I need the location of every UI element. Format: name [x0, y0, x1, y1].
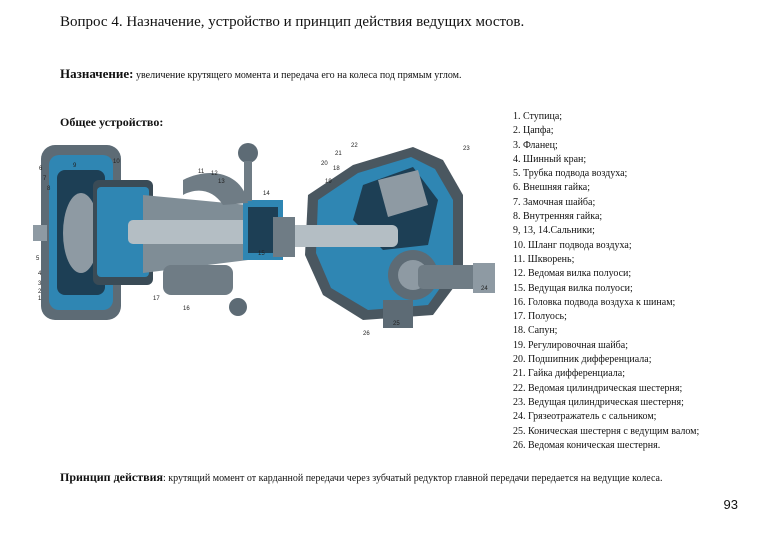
figure-callout-number: 13 [218, 179, 225, 185]
figure-callout-number: 16 [183, 306, 190, 312]
figure-callout-number: 20 [321, 161, 328, 167]
figure-callout-number: 14 [263, 191, 270, 197]
purpose-text: увеличение крутящего момента и передача … [133, 70, 462, 81]
legend-item: 17. Полуось; [513, 311, 567, 323]
legend-item: 26. Ведомая коническая шестерня. [513, 439, 661, 451]
legend-item: 24. Грязеотражатель с сальником; [513, 411, 657, 423]
legend-item: 25. Коническая шестерня с ведущим валом; [513, 425, 700, 437]
parts-legend-list: 1. Ступица; 2. Цапфа; 3. Фланец; 4. Шинный … [513, 110, 699, 453]
legend-item: 21. Гайка дифференциала; [513, 368, 625, 380]
legend-item: 19. Регулировочная шайба; [513, 339, 628, 351]
figure-callout-number: 22 [351, 143, 358, 149]
legend-item: 2. Цапфа; [513, 125, 554, 137]
legend-item: 5. Трубка подвода воздуха; [513, 168, 628, 180]
page-number: 93 [723, 497, 738, 512]
figure-callout-number: 19 [325, 179, 332, 185]
figure-callout-number: 2 [38, 289, 42, 295]
legend-item: 9, 13, 14.Сальники; [513, 225, 595, 237]
purpose-line: Назначение: увеличение крутящего момента… [60, 66, 462, 82]
figure-callout-number: 24 [481, 286, 488, 292]
legend-item: 6. Внешняя гайка; [513, 182, 591, 194]
legend-item: 22. Ведомая цилиндрическая шестерня; [513, 382, 683, 394]
figure-callout-number: 12 [211, 171, 218, 177]
figure-callout-number: 25 [393, 321, 400, 327]
figure-callout-number: 5 [36, 256, 40, 262]
principle-paragraph: Принцип действия: крутящий момент от кар… [60, 470, 700, 486]
purpose-label: Назначение: [60, 66, 134, 81]
figure-callout-number: 4 [38, 271, 42, 277]
legend-item: 1. Ступица; [513, 111, 563, 122]
legend-item: 8. Внутренняя гайка; [513, 211, 603, 223]
legend-item: 15. Ведущая вилка полуоси; [513, 282, 633, 294]
legend-item: 7. Замочная шайба; [513, 196, 596, 208]
figure-callout-number: 10 [113, 159, 120, 165]
legend-item: 12. Ведомая вилка полуоси; [513, 268, 632, 280]
figure-callout-number: 7 [43, 176, 47, 182]
figure-callout-number: 3 [38, 281, 42, 287]
final-drive-drawing [273, 147, 495, 328]
legend-item: 23. Ведущая цилиндрическая шестерня; [513, 396, 684, 408]
figure-callout-number: 26 [363, 331, 370, 337]
general-structure-label: Общее устройство: [60, 115, 164, 129]
legend-item: 16. Головка подвода воздуха к шинам; [513, 296, 676, 308]
legend-item: 3. Фланец; [513, 139, 558, 151]
legend-item: 11. Шкворень; [513, 253, 575, 265]
legend-item: 10. Шланг подвода воздуха; [513, 239, 632, 251]
hub-assembly-drawing [33, 143, 293, 320]
figure-callout-number: 18 [333, 166, 340, 172]
figure-callout-number: 9 [73, 163, 77, 169]
principle-label: Принцип действия [60, 470, 163, 484]
figure-callout-number: 8 [47, 186, 51, 192]
page-title: Вопрос 4. Назначение, устройство и принц… [60, 14, 525, 30]
figure-callout-number: 21 [335, 151, 342, 157]
figure-callout-number: 11 [198, 169, 205, 175]
legend-item: 20. Подшипник дифференциала; [513, 354, 652, 366]
figure-callout-number: 15 [258, 251, 265, 257]
legend-item: 4. Шинный кран; [513, 153, 587, 165]
figure-callout-number: 23 [463, 146, 470, 152]
figure-callout-number: 1 [38, 296, 42, 302]
figure-callout-number: 17 [153, 296, 160, 302]
principle-text: : крутящий момент от карданной передачи … [163, 473, 663, 484]
legend-item: 18. Сапун; [513, 325, 558, 337]
figure-callout-number: 6 [39, 166, 43, 172]
